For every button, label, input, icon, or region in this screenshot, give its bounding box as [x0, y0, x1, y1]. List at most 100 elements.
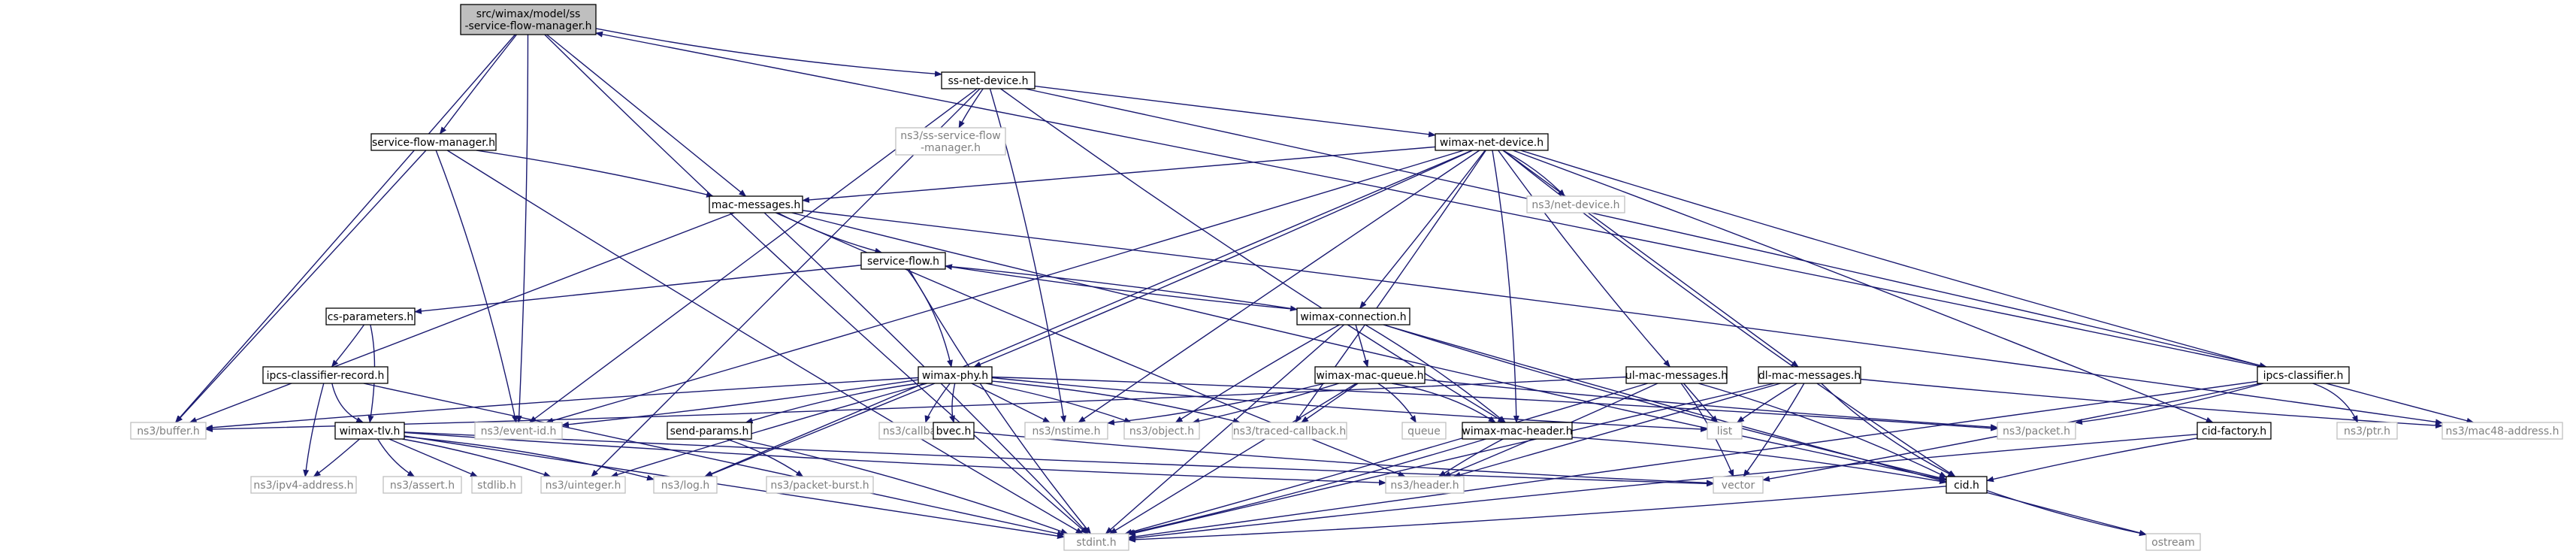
node-root[interactable]: src/wimax/model/ss-service-flow-manager.… [460, 4, 597, 35]
node-wimax-mac-header[interactable]: wimax-mac-header.h [1462, 422, 1573, 440]
node-box [471, 476, 522, 494]
node-box [1123, 422, 1200, 440]
node-label: send-params.h [670, 425, 749, 437]
node-label: wimax-connection.h [1300, 311, 1406, 323]
node-box [1385, 476, 1465, 494]
node-label: wimax-phy.h [922, 370, 988, 382]
node-label: ns3/traced-callback.h [1233, 425, 1347, 437]
edge-wimax-net-device-to-dl-mac-messages [1502, 150, 1799, 368]
node-label: ipcs-classifier.h [2263, 370, 2344, 382]
node-box [895, 127, 1006, 156]
node-label: ns3/ss-service-flow [900, 130, 1000, 142]
node-label: -service-flow-manager.h [464, 20, 591, 32]
edge-wimax-tlv-to-stdlib [389, 438, 479, 477]
edge-wimax-connection-to-wimax-mac-header [1365, 324, 1506, 423]
node-label: ss-net-device.h [948, 75, 1029, 87]
edge-wimax-tlv-to-ns3-log [404, 436, 655, 481]
edge-wimax-mac-queue-to-wimax-mac-header [1391, 383, 1496, 423]
edge-service-flow-manager-to-ns3-buffer [175, 150, 427, 423]
node-box [1997, 422, 2076, 440]
edge-wimax-net-device-to-wimax-connection [1359, 150, 1486, 309]
node-label: ns3/net-device.h [1531, 199, 1619, 211]
node-cs-parameters[interactable]: cs-parameters.h [325, 307, 416, 325]
node-mac-messages[interactable]: mac-messages.h [709, 195, 803, 213]
node-label: cs-parameters.h [328, 311, 414, 323]
node-box [653, 476, 718, 494]
node-stdlib: stdlib.h [471, 476, 522, 494]
node-label: ns3/uinteger.h [546, 480, 621, 492]
edge-cid-factory-to-stdint [1128, 434, 2198, 541]
node-box [2197, 422, 2272, 440]
node-label: cid.h [1954, 480, 1979, 492]
node-label: service-flow-manager.h [372, 137, 495, 149]
edge-wimax-net-device-to-ns3-mac48 [1520, 150, 2475, 424]
edge-mac-messages-to-cid [791, 212, 1947, 482]
edge-wimax-net-device-to-mac-messages [802, 146, 1436, 203]
node-wimax-mac-queue[interactable]: wimax-mac-queue.h [1314, 366, 1426, 384]
node-service-flow[interactable]: service-flow.h [860, 252, 946, 270]
node-label: ns3/packet-burst.h [770, 480, 869, 492]
edges-layer [174, 28, 2475, 543]
edge-wimax-phy-to-ns3-uinteger [610, 383, 927, 478]
edge-send-params-to-ns3-packet-burst [726, 438, 804, 477]
edge-ipcs-classifier-record-to-stdint [363, 383, 1065, 537]
node-label: ns3/object.h [1129, 425, 1194, 437]
node-cid[interactable]: cid.h [1946, 476, 1988, 494]
node-ipcs-classifier[interactable]: ipcs-classifier.h [2257, 366, 2350, 384]
node-wimax-phy[interactable]: wimax-phy.h [918, 366, 993, 384]
nodes-layer: src/wimax/model/ss-service-flow-manager.… [130, 4, 2563, 551]
node-send-params[interactable]: send-params.h [667, 422, 752, 440]
edge-dl-mac-messages-to-list [1736, 383, 1797, 423]
node-box [709, 195, 803, 213]
node-ipcs-classifier-record[interactable]: ipcs-classifier-record.h [262, 366, 389, 384]
node-ul-mac-messages[interactable]: ul-mac-messages.h [1625, 366, 1728, 384]
node-label: ns3/nstime.h [1033, 425, 1101, 437]
edge-wimax-connection-to-ostream [1383, 324, 2147, 536]
node-bvec[interactable]: bvec.h [933, 422, 975, 440]
node-wimax-tlv[interactable]: wimax-tlv.h [334, 422, 405, 440]
node-cid-factory[interactable]: cid-factory.h [2197, 422, 2272, 440]
node-vector: vector [1713, 476, 1764, 494]
edge-ss-net-device-to-wimax-mac-header [1000, 88, 1506, 423]
edge-wimax-connection-to-stdint [1105, 324, 1344, 534]
edge-wimax-connection-to-service-flow [945, 264, 1298, 310]
node-ns3-uinteger: ns3/uinteger.h [540, 476, 626, 494]
node-label: ns3/packet.h [2003, 425, 2070, 437]
edge-ul-mac-messages-to-stdint [1124, 383, 1648, 535]
node-box [262, 366, 389, 384]
node-service-flow-manager[interactable]: service-flow-manager.h [370, 133, 497, 151]
node-ss-net-device[interactable]: ss-net-device.h [941, 71, 1036, 89]
node-dl-mac-messages[interactable]: dl-mac-messages.h [1758, 366, 1861, 384]
node-ns3-header: ns3/header.h [1385, 476, 1465, 494]
node-label: wimax-net-device.h [1440, 137, 1543, 149]
node-wimax-connection[interactable]: wimax-connection.h [1296, 307, 1410, 325]
node-label: stdlib.h [477, 480, 516, 492]
node-ns3-ptr: ns3/ptr.h [2336, 422, 2398, 440]
node-ns3-ss-sfm: ns3/ss-service-flow-manager.h [895, 127, 1006, 156]
node-ns3-mac48: ns3/mac48-address.h [2441, 422, 2563, 440]
node-ns3-traced-callback: ns3/traced-callback.h [1232, 422, 1347, 440]
node-label: service-flow.h [867, 256, 939, 268]
edge-wimax-net-device-to-wimax-mac-header [1492, 150, 1519, 423]
node-box [334, 422, 405, 440]
edge-ss-net-device-to-ns3-ss-sfm [958, 88, 984, 129]
edge-service-flow-to-wimax-connection [945, 265, 1298, 312]
node-box [1401, 422, 1447, 440]
node-wimax-net-device[interactable]: wimax-net-device.h [1435, 133, 1549, 151]
node-label: dl-mac-messages.h [1758, 370, 1861, 382]
node-label: ostream [2151, 537, 2195, 549]
node-box [1232, 422, 1347, 440]
node-label: wimax-mac-queue.h [1316, 370, 1423, 382]
node-label: wimax-mac-header.h [1462, 425, 1572, 437]
node-label: ns3/mac48-address.h [2446, 425, 2559, 437]
node-box [1462, 422, 1573, 440]
node-label: ns3/ptr.h [2344, 425, 2390, 437]
edge-wimax-mac-queue-to-queue [1377, 383, 1416, 423]
edge-mac-messages-to-service-flow [777, 212, 883, 254]
node-ns3-log: ns3/log.h [653, 476, 718, 494]
edge-send-params-to-stdint [738, 438, 1069, 534]
node-label: ul-mac-messages.h [1625, 370, 1728, 382]
edge-wimax-phy-to-ns3-event-id [561, 379, 919, 428]
node-ns3-buffer: ns3/buffer.h [130, 422, 207, 440]
